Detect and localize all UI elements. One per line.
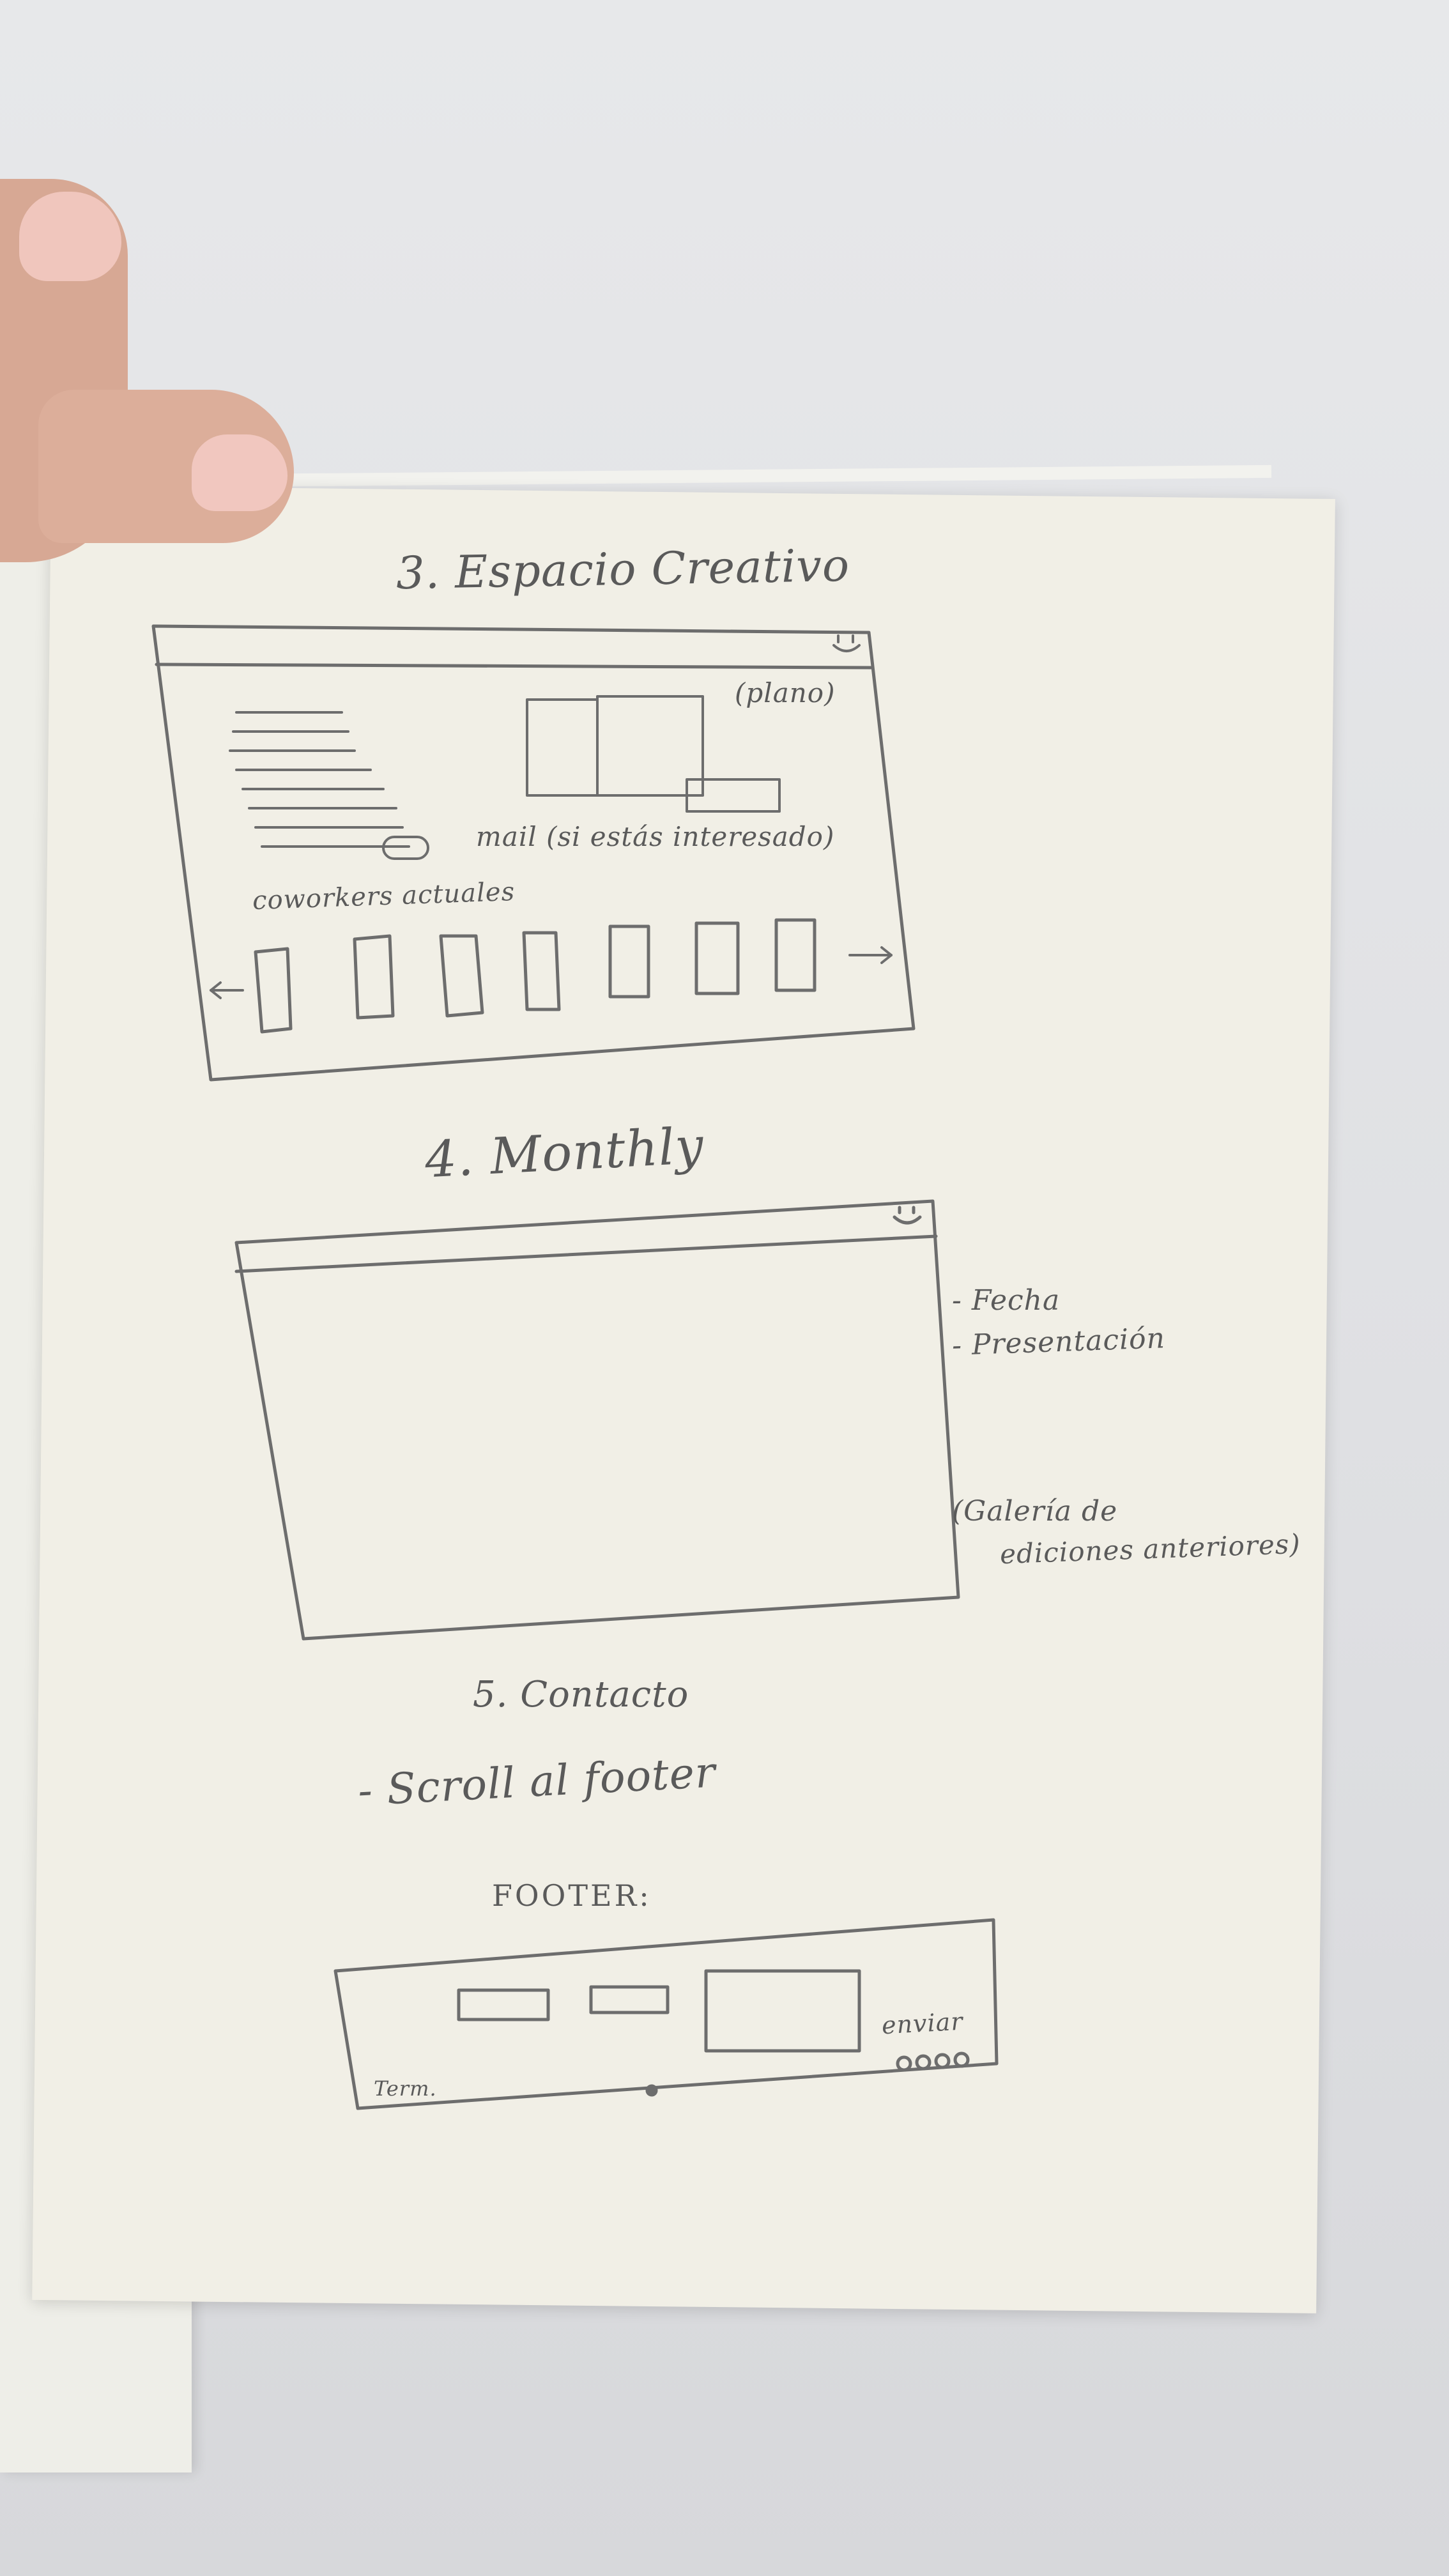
plano-drawing — [526, 695, 781, 813]
footer-term-label: Term. — [374, 2076, 437, 2101]
footer-label: FOOTER: — [492, 1878, 652, 1913]
monthly-frame — [234, 1199, 960, 1641]
text-placeholder-lines — [229, 711, 410, 848]
footer-frame — [334, 1918, 999, 2110]
plano-note: (plano) — [735, 677, 836, 709]
monthly-note-fecha: - Fecha — [952, 1284, 1061, 1317]
section5-title: 5. Contacto — [473, 1674, 689, 1715]
carousel-arrows — [210, 946, 893, 999]
footer-send-label: enviar — [880, 2007, 964, 2040]
smiley-icon — [832, 634, 861, 652]
mail-note: mail (si estás interesado) — [476, 821, 835, 852]
monthly-note-galeria: (Galería de — [952, 1495, 1118, 1528]
espacio-creativo-frame — [151, 624, 916, 1082]
mail-button — [382, 836, 429, 860]
thumbnail-nail — [192, 434, 288, 511]
coworker-cards — [254, 918, 816, 1034]
finger-nail — [19, 192, 121, 281]
section3-title: 3. Espacio Creativo — [395, 539, 850, 600]
